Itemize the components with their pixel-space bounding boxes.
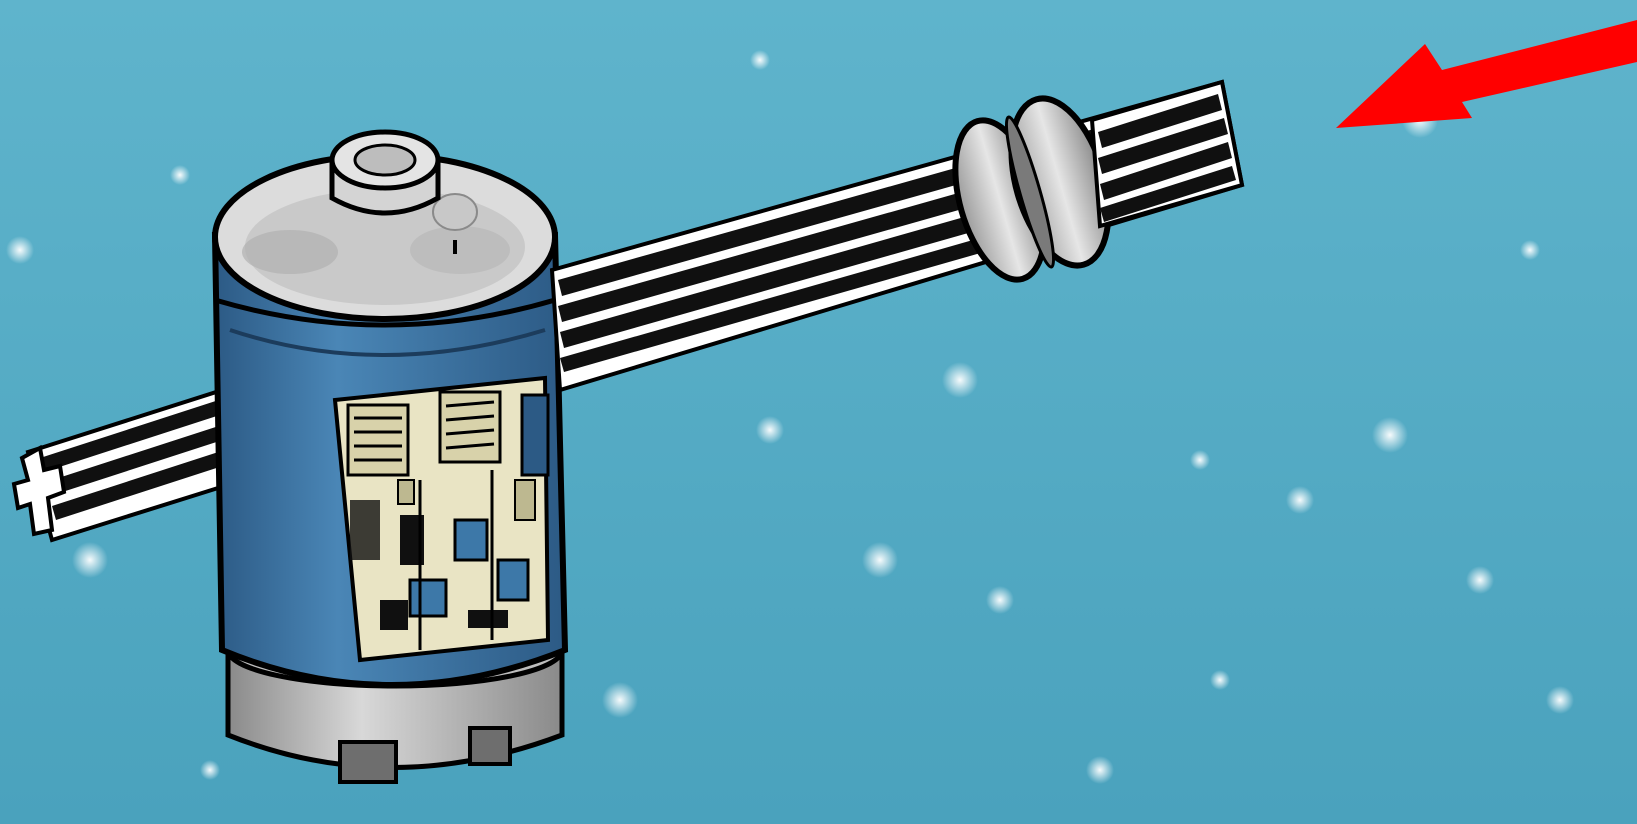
sparkle <box>6 236 34 264</box>
sparkle <box>200 760 220 780</box>
sparkle <box>862 542 898 578</box>
sparkle <box>986 586 1014 614</box>
sparkle <box>602 682 638 718</box>
sparkle <box>1086 756 1114 784</box>
sparkle <box>170 165 190 185</box>
sparkle <box>1210 670 1230 690</box>
sparkle <box>750 50 770 70</box>
sparkle <box>1286 486 1314 514</box>
sparkle <box>942 362 978 398</box>
motor-icon <box>215 132 565 782</box>
sparkle <box>756 416 784 444</box>
sparkle <box>1466 566 1494 594</box>
sparkle <box>1546 686 1574 714</box>
sparkle <box>1520 240 1540 260</box>
sparkle <box>72 542 108 578</box>
sparkle <box>1190 450 1210 470</box>
sparkle <box>1372 417 1408 453</box>
